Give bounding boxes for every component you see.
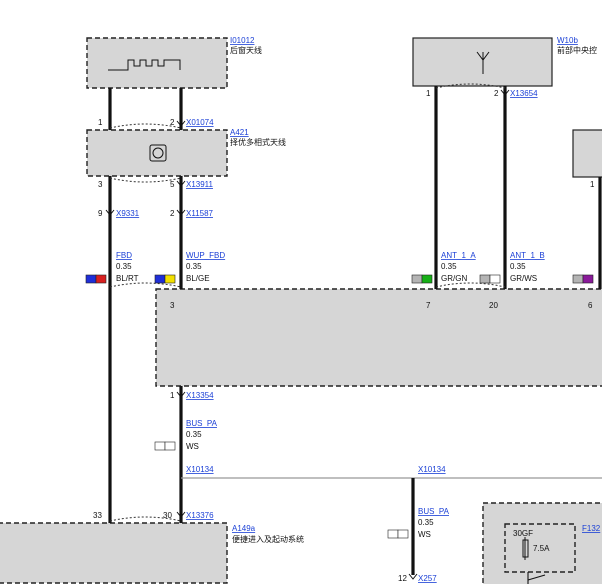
connector-x9331-link[interactable]: X9331 (116, 209, 140, 218)
right-component-box (572, 129, 602, 178)
fuse-terminal: 30GF (513, 529, 533, 538)
swatch-ant1a (411, 274, 433, 284)
a149a-id-link[interactable]: A149a (232, 524, 256, 533)
pin-ctrl-20: 20 (489, 301, 498, 310)
i01012-id-link[interactable]: I01012 (230, 36, 255, 45)
wire-wup-fbd-color: BL/GE (186, 274, 210, 283)
connector-x13354-link[interactable]: X13354 (186, 391, 214, 400)
pin-a149a-30: 30 (163, 511, 172, 520)
control-unit-box (155, 288, 602, 387)
pin-w10b-2: 2 (494, 89, 499, 98)
fuse-rating: 7.5A (533, 544, 550, 553)
twist-marker-5 (435, 282, 506, 288)
wire-fbd-signal-link[interactable]: FBD (116, 251, 132, 260)
pin-x13354-1: 1 (170, 391, 175, 400)
swatch-bus-pa-1 (154, 441, 176, 451)
wire-ant1b-size: 0.35 (510, 262, 526, 271)
wire-bus-pa-1-size: 0.35 (186, 430, 202, 439)
pin-right-1: 1 (590, 180, 595, 189)
pin-ctrl-6: 6 (588, 301, 593, 310)
wire-ant1a-signal-link[interactable]: ANT_1_A (441, 251, 476, 260)
diversity-module-ring (152, 147, 164, 159)
fuse-wire-bend (527, 574, 546, 581)
pin-x11587-2: 2 (170, 209, 175, 218)
w10b-id-link[interactable]: W10b (557, 36, 578, 45)
antenna-icon (476, 51, 490, 74)
swatch-fbd (85, 274, 107, 284)
pin-w10b-1: 1 (426, 89, 431, 98)
connector-marker-x257 (408, 573, 418, 580)
wire-wup-fbd-signal-link[interactable]: WUP_FBD (186, 251, 225, 260)
twist-marker-2 (109, 177, 182, 183)
pin-a421-3: 3 (98, 180, 103, 189)
wire-bus-pa-2-color: WS (418, 530, 431, 539)
connector-marker-x01074 (176, 120, 186, 127)
a421-name: 择优多相式天线 (230, 137, 286, 147)
connector-marker-x13911 (176, 180, 186, 187)
twist-marker-6 (109, 516, 182, 522)
twist-marker-1 (109, 123, 182, 129)
wire-bus-pa-2-signal-link[interactable]: BUS_PA (418, 507, 450, 516)
connector-marker-x13376 (176, 511, 186, 518)
connector-marker-x13654 (500, 89, 510, 96)
wire-ant1b-signal-link[interactable]: ANT_1_B (510, 251, 545, 260)
fuse-id-link[interactable]: F132 (582, 524, 601, 533)
swatch-ant1b (479, 274, 501, 284)
connector-x13654-link[interactable]: X13654 (510, 89, 538, 98)
connector-x13376-link[interactable]: X13376 (186, 511, 214, 520)
swatch-right (572, 274, 594, 284)
pin-a149a-33: 33 (93, 511, 102, 520)
wire-fbd-color: BL/RT (116, 274, 139, 283)
pin-ctrl-3: 3 (170, 301, 175, 310)
connector-x13911-link[interactable]: X13911 (186, 180, 214, 189)
connector-x01074-link[interactable]: X01074 (186, 118, 214, 127)
pin-x257-12: 12 (398, 574, 407, 583)
wire-ant1a-color: GR/GN (441, 274, 467, 283)
connector-x11587-link[interactable]: X11587 (186, 209, 214, 218)
connector-x10134-link-b[interactable]: X10134 (418, 465, 446, 474)
a421-id-link[interactable]: A421 (230, 128, 249, 137)
wire-bus-pa-1-signal-link[interactable]: BUS_PA (186, 419, 218, 428)
connector-marker-x11587 (176, 209, 186, 216)
wire-ant1b-color: GR/WS (510, 274, 537, 283)
swatch-bus-pa-2 (387, 529, 409, 539)
connector-x257-link[interactable]: X257 (418, 574, 437, 583)
diversity-module-icon (149, 144, 167, 162)
wire-wup-fbd-size: 0.35 (186, 262, 202, 271)
comfort-access-box (0, 522, 228, 584)
pin-i01012-1: 1 (98, 118, 103, 127)
wire-ant1a-size: 0.35 (441, 262, 457, 271)
diversity-antenna-box (86, 129, 228, 177)
fuse-inner-box (504, 523, 576, 573)
connector-x10134-link-a[interactable]: X10134 (186, 465, 214, 474)
connector-marker-x9331 (105, 209, 115, 216)
pin-x9331-9: 9 (98, 209, 103, 218)
rear-window-antenna-box (86, 37, 228, 89)
wire-bus-pa-1-color: WS (186, 442, 199, 451)
w10b-name: 前部中央控 (557, 45, 597, 55)
swatch-wup-fbd (154, 274, 176, 284)
wire-fbd-size: 0.35 (116, 262, 132, 271)
i01012-name: 后窗天线 (230, 45, 262, 55)
a149a-name: 便捷进入及起动系统 (232, 534, 304, 544)
heating-grid-symbol (108, 59, 181, 71)
pin-ctrl-7: 7 (426, 301, 431, 310)
connector-marker-x13354 (176, 391, 186, 398)
wire-bus-pa-2-size: 0.35 (418, 518, 434, 527)
twist-marker-4 (109, 282, 182, 288)
pin-i01012-2: 2 (170, 118, 175, 127)
pin-a421-5: 5 (170, 180, 175, 189)
